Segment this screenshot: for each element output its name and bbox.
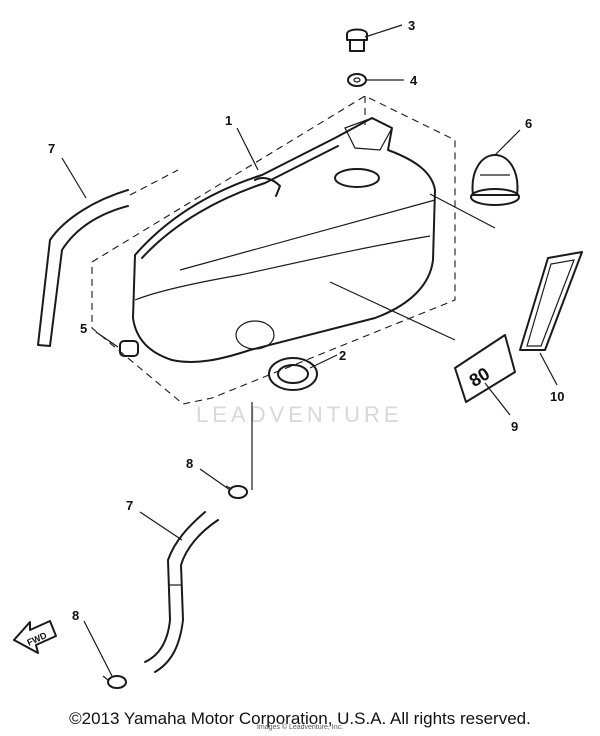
- hose-clip-upper: [225, 485, 248, 499]
- callout-4: 4: [410, 73, 418, 88]
- callout-2: 2: [339, 348, 346, 363]
- side-panel-decal: [519, 251, 583, 351]
- callout-7-lower: 7: [126, 498, 133, 513]
- emblem: 80: [454, 334, 516, 403]
- callout-10: 10: [550, 389, 564, 404]
- callout-3: 3: [408, 18, 415, 33]
- fuel-pipe-upper: [37, 189, 129, 347]
- callout-6: 6: [525, 116, 532, 131]
- callout-5: 5: [80, 321, 87, 336]
- image-credit: Images © Leadventure, Inc.: [256, 724, 344, 731]
- copyright-notice: ©2013 Yamaha Motor Corporation, U.S.A. A…: [69, 709, 531, 728]
- leader-lines: [61, 24, 558, 677]
- hose-clip-lower: [102, 675, 127, 689]
- rubber-cap: [470, 154, 520, 206]
- damper: [119, 340, 139, 357]
- callout-8-lower: 8: [72, 608, 79, 623]
- assembly-outline: [91, 95, 456, 405]
- callout-8-upper: 8: [186, 456, 193, 471]
- fuel-tank: [132, 117, 436, 363]
- callout-7-upper: 7: [48, 141, 55, 156]
- washer: [347, 73, 367, 87]
- callout-1: 1: [225, 113, 232, 128]
- callout-9: 9: [511, 419, 518, 434]
- tank-cap-bolt: [346, 28, 368, 52]
- forward-arrow-icon: FWD: [13, 620, 57, 654]
- fuel-pipe-lower: [144, 511, 219, 673]
- grommet: [268, 357, 318, 391]
- watermark: LEADVENTURE: [196, 402, 403, 427]
